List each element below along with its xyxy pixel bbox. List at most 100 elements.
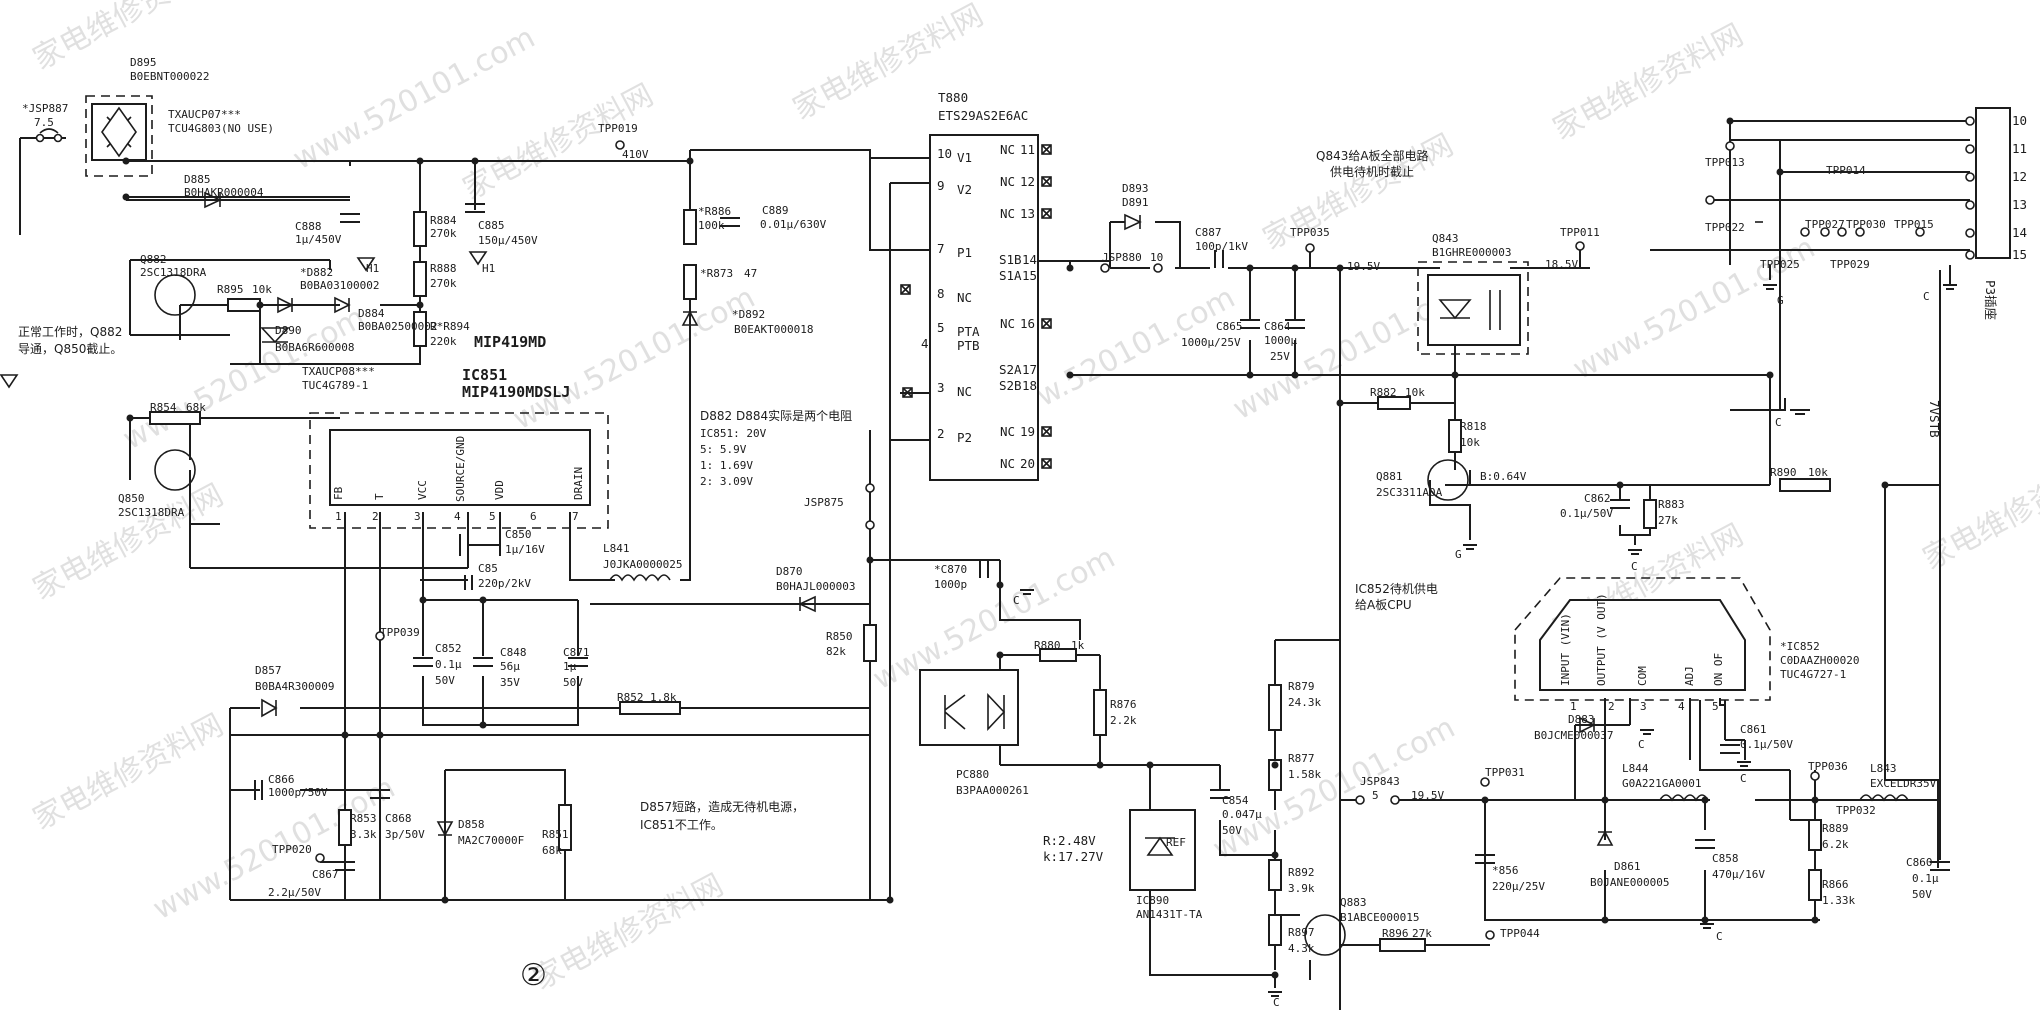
t880-pin-name: NC: [957, 290, 972, 305]
label: C: [1775, 416, 1782, 429]
label: R889: [1822, 822, 1849, 835]
t880-pin-num: 18: [1022, 378, 1037, 393]
label: G: [1455, 548, 1462, 561]
label: 100p/1kV: [1195, 240, 1248, 253]
label: R853: [350, 812, 377, 825]
label: D883: [1568, 713, 1595, 726]
label: R890: [1770, 466, 1797, 479]
label: JSP843: [1360, 775, 1400, 788]
watermark-text: 家电维修资料网: [27, 0, 229, 77]
resistor-symbols: [149, 209, 1831, 952]
capacitor-symbols: [254, 203, 1950, 871]
label: 1000p: [934, 578, 967, 591]
label: B0JCME000037: [1534, 729, 1613, 742]
label: *D882: [300, 266, 333, 279]
label: C: [1273, 996, 1280, 1009]
label: 10k: [1460, 436, 1480, 449]
label: 0.047μ: [1222, 808, 1262, 821]
p3-pin: 10: [2012, 113, 2027, 128]
label: R854: [150, 401, 177, 414]
note-d857: IC851不工作。: [640, 818, 723, 832]
ic851-package: IC851 MIP4190MDSLJ MIP419MD TXAUCP08*** …: [302, 333, 609, 529]
label: R*R894: [430, 320, 470, 333]
label: C852: [435, 642, 462, 655]
note-left-normal: 导通，Q850截止。: [18, 342, 122, 356]
label: R818: [1460, 420, 1487, 433]
label: C866: [268, 773, 295, 786]
label: R850: [826, 630, 853, 643]
page-marker: ②: [520, 958, 547, 993]
ic852-pin-label: INPUT (VIN): [1559, 613, 1572, 686]
test-points: [315, 140, 1925, 940]
label: 35V: [500, 676, 520, 689]
label: 56μ: [500, 660, 520, 673]
note-q843: Q843给A板全部电路: [1316, 148, 1429, 163]
label: 10k: [1405, 386, 1425, 399]
label: C860: [1906, 856, 1933, 869]
t880-pin-num: 10: [937, 146, 952, 161]
note-ic851-val: 1: 1.69V: [700, 459, 753, 472]
label: 50V: [1222, 824, 1242, 837]
label: 3.9k: [1288, 882, 1315, 895]
jsp887-ref: *JSP887: [22, 102, 68, 115]
label: TPP027: [1805, 218, 1845, 231]
note-ic890: k:17.27V: [1043, 849, 1104, 864]
watermark-text: www.520101.com: [1567, 230, 1821, 387]
label: C867: [312, 868, 339, 881]
label: AN1431T-TA: [1136, 908, 1203, 921]
ic852-pin-num: 3: [1640, 700, 1647, 713]
ic852-ref: *IC852: [1780, 640, 1820, 653]
label: 270k: [430, 277, 457, 290]
q843-mosfet: [1417, 261, 1529, 355]
label: R882: [1370, 386, 1397, 399]
label: Q881: [1376, 470, 1403, 483]
note-ic851-val: 2: 3.09V: [700, 475, 753, 488]
t880-pin-num: 12: [1020, 174, 1035, 189]
label: D891: [1122, 196, 1149, 209]
label: C: [1013, 594, 1020, 607]
ic851-pin-num: 3: [414, 510, 421, 523]
watermark-text: 家电维修资料网: [27, 708, 229, 837]
t880-pin-num: 4: [921, 336, 929, 351]
note-d857: D857短路，造成无待机电源，: [640, 799, 804, 814]
ic851-pin-num: 1: [335, 510, 342, 523]
ic852-pin-num: 5: [1712, 700, 1719, 713]
label: B0JANE000005: [1590, 876, 1669, 889]
label: C861: [1740, 723, 1767, 736]
label: TPP022: [1705, 221, 1745, 234]
label: 25V: [1270, 350, 1290, 363]
label: 1.33k: [1822, 894, 1855, 907]
watermark-text: 家电维修资料网: [527, 868, 729, 997]
ic851-pin-num: 6: [530, 510, 537, 523]
watermark-text: 家电维修资料网: [1547, 18, 1749, 147]
label: *R886: [698, 205, 731, 218]
label: 50V: [435, 674, 455, 687]
label: C862: [1584, 492, 1611, 505]
watermark-text: 家电维修资料网: [1917, 448, 2040, 577]
label: R892: [1288, 866, 1315, 879]
t880-pin-num: 16: [1020, 316, 1035, 331]
label: 1μ/450V: [295, 233, 342, 246]
label: 2SC3311A0A: [1376, 486, 1443, 499]
label: R876: [1110, 698, 1137, 711]
label: B0HAJL000003: [776, 580, 855, 593]
t880-pin-name: PTB: [957, 338, 980, 353]
d895-ref: D895: [130, 56, 157, 69]
label: R883: [1658, 498, 1685, 511]
t880-part: ETS29AS2E6AC: [938, 108, 1028, 123]
t880-pin-num: 8: [937, 286, 945, 301]
label: IC890: [1136, 894, 1169, 907]
ic852-part: C0DAAZH00020: [1780, 654, 1859, 667]
label: 1k: [1071, 639, 1085, 652]
transformer-t880: T880 ETS29AS2E6AC 10 V1 9 V2 7 P1 8 NC 5…: [900, 90, 1052, 481]
label: D861: [1614, 860, 1641, 873]
label: C: [1638, 738, 1645, 751]
label: 220p/2kV: [478, 577, 531, 590]
note-q881-b: B:0.64V: [1480, 470, 1527, 483]
label: D884: [358, 307, 385, 320]
label: G: [1777, 294, 1784, 307]
label: 100k: [698, 219, 725, 232]
label: R896: [1382, 927, 1409, 940]
label: 2.2k: [1110, 714, 1137, 727]
label: 5: [1372, 789, 1379, 802]
